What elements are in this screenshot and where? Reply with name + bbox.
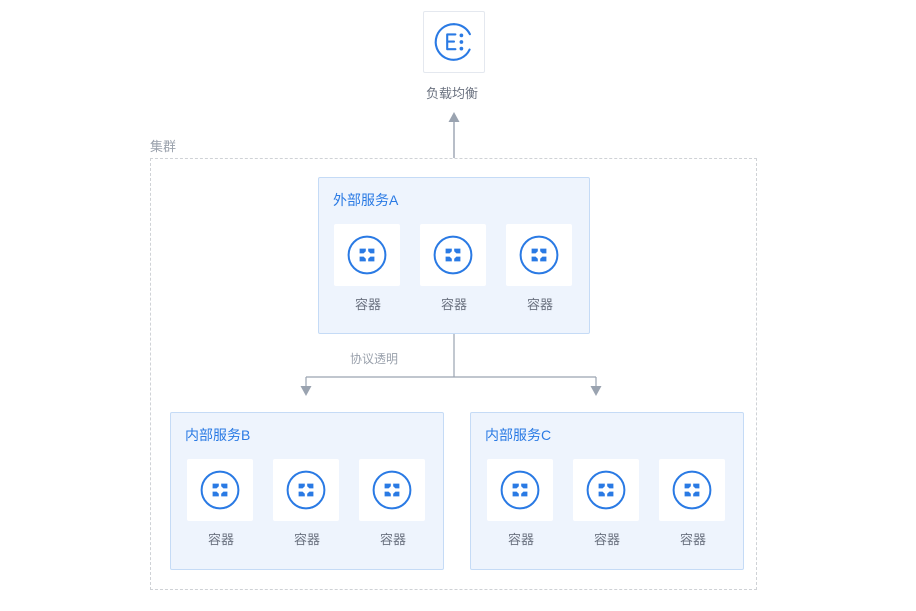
container-label: 容器: [507, 532, 534, 547]
load-balancer-node[interactable]: 负载均衡: [423, 11, 487, 102]
container-label: 容器: [354, 297, 381, 312]
service-title: 外部服务A: [333, 192, 399, 208]
container-icon: [586, 470, 626, 510]
container-card[interactable]: [187, 459, 253, 521]
container-icon: [286, 470, 326, 510]
container-card[interactable]: [334, 224, 400, 286]
container-card[interactable]: [487, 459, 553, 521]
container-row: 容器 容器: [171, 459, 443, 548]
service-title: 内部服务C: [485, 427, 552, 443]
container-icon: [433, 235, 473, 275]
load-balancer-card[interactable]: [423, 11, 485, 73]
container-card[interactable]: [273, 459, 339, 521]
container-label: 容器: [593, 532, 620, 547]
container-node[interactable]: 容器: [506, 224, 574, 313]
container-label: 容器: [440, 297, 467, 312]
container-card[interactable]: [420, 224, 486, 286]
service-box-internal-b[interactable]: 内部服务B 容器: [170, 412, 444, 570]
container-card[interactable]: [359, 459, 425, 521]
service-box-internal-c[interactable]: 内部服务C 容器: [470, 412, 744, 570]
container-icon: [347, 235, 387, 275]
container-label: 容器: [679, 532, 706, 547]
container-label: 容器: [379, 532, 406, 547]
container-node[interactable]: 容器: [487, 459, 555, 548]
container-node[interactable]: 容器: [187, 459, 255, 548]
container-node[interactable]: 容器: [334, 224, 402, 313]
container-label: 容器: [207, 532, 234, 547]
protocol-transparent-label: 协议透明: [350, 352, 399, 366]
container-icon: [372, 470, 412, 510]
container-node[interactable]: 容器: [273, 459, 341, 548]
arrow-up-icon: [448, 112, 460, 158]
service-box-external-a[interactable]: 外部服务A 容器: [318, 177, 590, 334]
container-row: 容器 容器: [471, 459, 743, 548]
container-card[interactable]: [506, 224, 572, 286]
service-title: 内部服务B: [185, 427, 251, 443]
container-node[interactable]: 容器: [659, 459, 727, 548]
container-card[interactable]: [659, 459, 725, 521]
container-node[interactable]: 容器: [573, 459, 641, 548]
load-balancer-icon: [434, 23, 471, 61]
container-card[interactable]: [573, 459, 639, 521]
cluster-boundary: [150, 158, 757, 590]
container-icon: [200, 470, 240, 510]
container-icon: [519, 235, 559, 275]
container-label: 容器: [293, 532, 320, 547]
container-row: 容器 容器: [319, 224, 589, 313]
cluster-label: 集群: [150, 139, 177, 154]
load-balancer-label: 负载均衡: [425, 86, 478, 101]
container-node[interactable]: 容器: [359, 459, 427, 548]
container-icon: [500, 470, 540, 510]
container-icon: [672, 470, 712, 510]
container-node[interactable]: 容器: [420, 224, 488, 313]
container-label: 容器: [526, 297, 553, 312]
